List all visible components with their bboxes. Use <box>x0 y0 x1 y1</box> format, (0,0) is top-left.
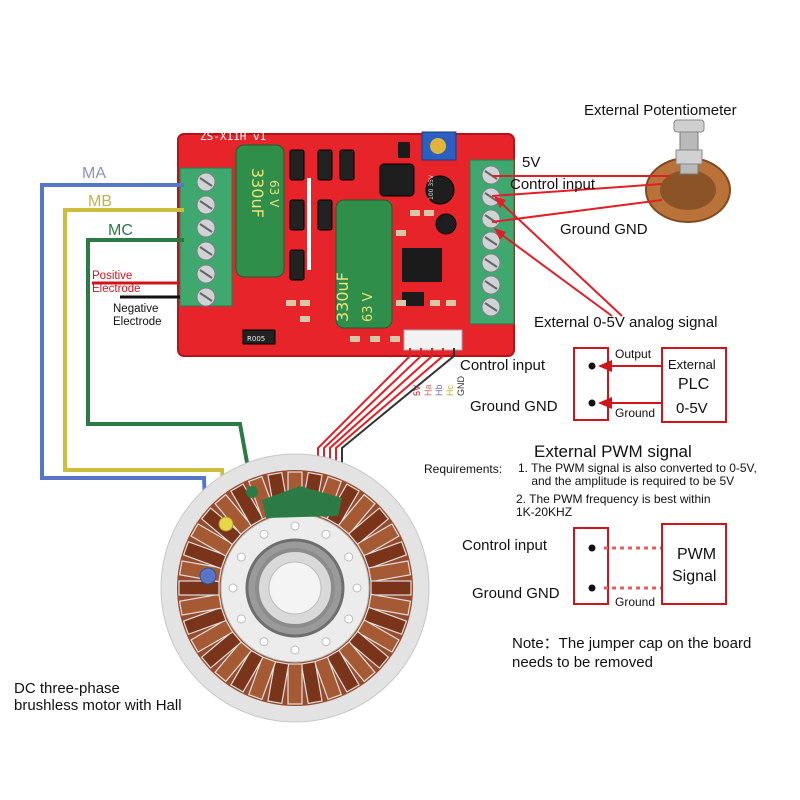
label-plc: PLC <box>678 376 710 393</box>
label-pot-control-input: Control input <box>510 176 596 193</box>
board-model-label: ZS-X11H v1 <box>200 130 266 143</box>
capacitor-rating: 63 V <box>361 292 376 322</box>
label-5v: 5V <box>522 154 541 171</box>
label-pot-ground: Ground GND <box>560 221 648 238</box>
pwm-requirement-1: 1. The PWM signal is also converted to 0… <box>518 461 757 488</box>
label-output: Output <box>615 347 652 361</box>
hall-wire-label: Hc <box>445 385 455 396</box>
label-analog-ground-small: Ground <box>615 406 656 420</box>
resistor-label: R005 <box>247 335 265 343</box>
analog-title: External 0-5V analog signal <box>534 314 718 331</box>
small-capacitor-label: 100 35V <box>428 174 435 200</box>
capacitor-rating: 63 V <box>267 180 281 208</box>
label-pwm-control-input: Control input <box>462 537 548 554</box>
label-pwm-box: PWM <box>677 546 717 563</box>
label-mc: MC <box>108 222 133 239</box>
label-pwm-ground: Ground GND <box>472 585 560 602</box>
potentiometer-title: External Potentiometer <box>584 102 737 119</box>
hall-wire-label: Ha <box>423 384 433 396</box>
label-ma: MA <box>82 165 106 182</box>
label-plc-external: External <box>668 357 716 372</box>
external-potentiometer <box>645 119 731 223</box>
plc-connection <box>573 347 727 423</box>
left-screw-terminals <box>196 172 216 307</box>
motor-caption: DC three-phase brushless motor with Hall <box>14 680 182 714</box>
hall-wire-label: 5V <box>412 384 422 396</box>
label-pwm-ground-small: Ground <box>615 595 656 609</box>
hall-wire-label: Hb <box>434 384 444 396</box>
pwm-requirement-2: 2. The PWM frequency is best within 1K-2… <box>516 492 711 519</box>
label-analog-ground: Ground GND <box>470 398 558 415</box>
label-analog-control-input: Control input <box>460 357 546 374</box>
jumper-note: Note：The jumper cap on the board needs t… <box>512 635 752 671</box>
brushless-motor <box>160 453 430 723</box>
label-signal-box: Signal <box>672 568 717 585</box>
capacitor-label: 330uF <box>333 272 352 322</box>
label-negative-electrode: Negative Electrode <box>113 303 162 328</box>
pwm-connection <box>573 523 727 605</box>
pwm-title: External PWM signal <box>534 442 692 461</box>
label-requirements: Requirements: <box>424 462 503 476</box>
label-mb: MB <box>88 193 112 210</box>
label-positive-electrode: Positive Electrode <box>92 270 141 295</box>
capacitor-label: 330uF <box>248 168 267 218</box>
label-plc-range: 0-5V <box>676 400 708 417</box>
controller-board: 330uF 63 V 330uF 63 V 100 35V R005 ZS-X1… <box>177 130 515 357</box>
hall-wire-label: GND <box>456 376 466 396</box>
